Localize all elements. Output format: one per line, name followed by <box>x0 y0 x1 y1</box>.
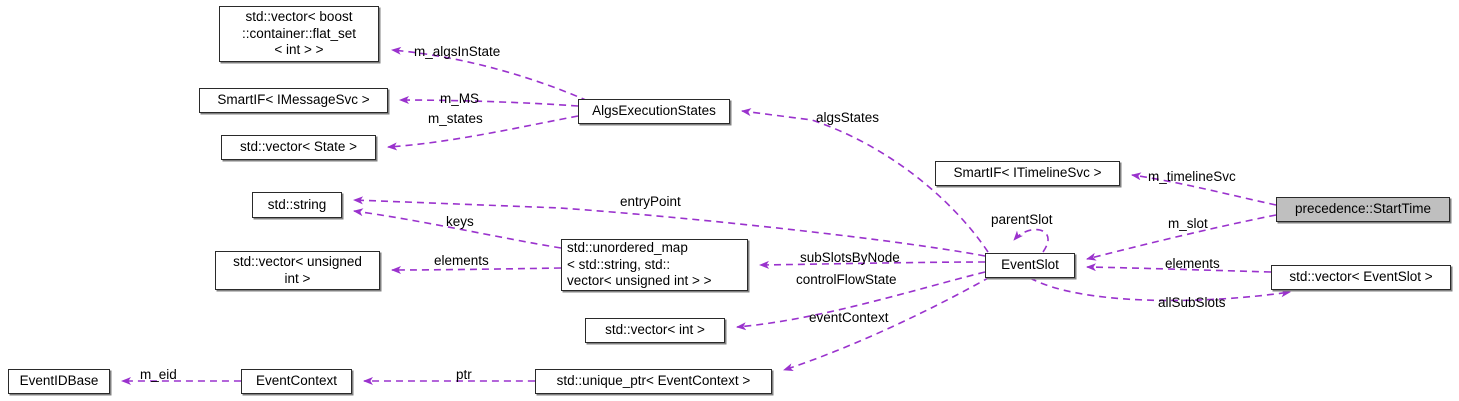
edge-label-eventContext: eventContext <box>809 310 889 325</box>
edge-allSubSlots <box>1029 277 1291 302</box>
node-vec_int[interactable]: std::vector< int > <box>585 318 725 343</box>
edge-label-elements_right: elements <box>1165 256 1220 271</box>
edge-label-ptr: ptr <box>456 367 472 382</box>
node-unordered_map[interactable]: std::unordered_map < std::string, std:: … <box>561 239 748 291</box>
edge-label-m_MS: m_MS <box>440 91 480 106</box>
node-vec_eventslot[interactable]: std::vector< EventSlot > <box>1271 265 1451 290</box>
edge-label-m_slot: m_slot <box>1168 216 1208 231</box>
edge-m_timelineSvc <box>1131 172 1277 206</box>
edge-parentSlot <box>1013 228 1049 253</box>
node-vec_flatset[interactable]: std::vector< boost ::container::flat_set… <box>219 6 379 62</box>
edge-label-parentSlot: parentSlot <box>991 212 1053 227</box>
edge-elements-right <box>1086 263 1272 273</box>
edge-label-allSubSlots: allSubSlots <box>1158 295 1226 310</box>
node-start_time[interactable]: precedence::StartTime <box>1276 197 1450 222</box>
edge-entryPoint <box>353 196 986 257</box>
edge-m_MS <box>399 96 579 107</box>
node-smartif_msg[interactable]: SmartIF< IMessageSvc > <box>199 88 388 113</box>
edge-label-elements_left: elements <box>434 253 489 268</box>
edge-label-keys: keys <box>446 214 474 229</box>
node-event_slot[interactable]: EventSlot <box>985 253 1075 278</box>
node-vec_state[interactable]: std::vector< State > <box>221 135 376 160</box>
edge-m_algsInState <box>391 46 589 102</box>
edge-subSlotsByNode <box>759 260 986 269</box>
node-algs_states[interactable]: AlgsExecutionStates <box>578 99 730 124</box>
edge-label-entryPoint: entryPoint <box>620 194 681 209</box>
node-event_context[interactable]: EventContext <box>241 369 352 394</box>
edge-label-m_eid: m_eid <box>140 367 177 382</box>
edge-m_states <box>387 115 579 151</box>
node-smartif_tl[interactable]: SmartIF< ITimelineSvc > <box>935 161 1120 186</box>
edge-label-m_timelineSvc: m_timelineSvc <box>1148 169 1236 184</box>
edge-keys <box>353 208 562 249</box>
edge-label-m_algsInState: m_algsInState <box>414 44 501 59</box>
node-vec_uint[interactable]: std::vector< unsigned int > <box>215 251 380 290</box>
node-std_string[interactable]: std::string <box>252 192 342 218</box>
edge-label-m_states: m_states <box>428 111 483 126</box>
edge-label-algsStates: algsStates <box>816 110 880 125</box>
edge-label-controlFlowState: controlFlowState <box>796 272 897 287</box>
edge-controlFlowState <box>736 271 986 331</box>
edge-elements-left <box>391 265 562 274</box>
node-unique_ptr[interactable]: std::unique_ptr< EventContext > <box>535 369 772 394</box>
edge-m_slot <box>1086 214 1277 261</box>
edge-label-subSlotsByNode: subSlotsByNode <box>800 250 900 265</box>
edge-eventContext <box>783 276 991 371</box>
node-event_id_base[interactable]: EventIDBase <box>8 369 110 394</box>
